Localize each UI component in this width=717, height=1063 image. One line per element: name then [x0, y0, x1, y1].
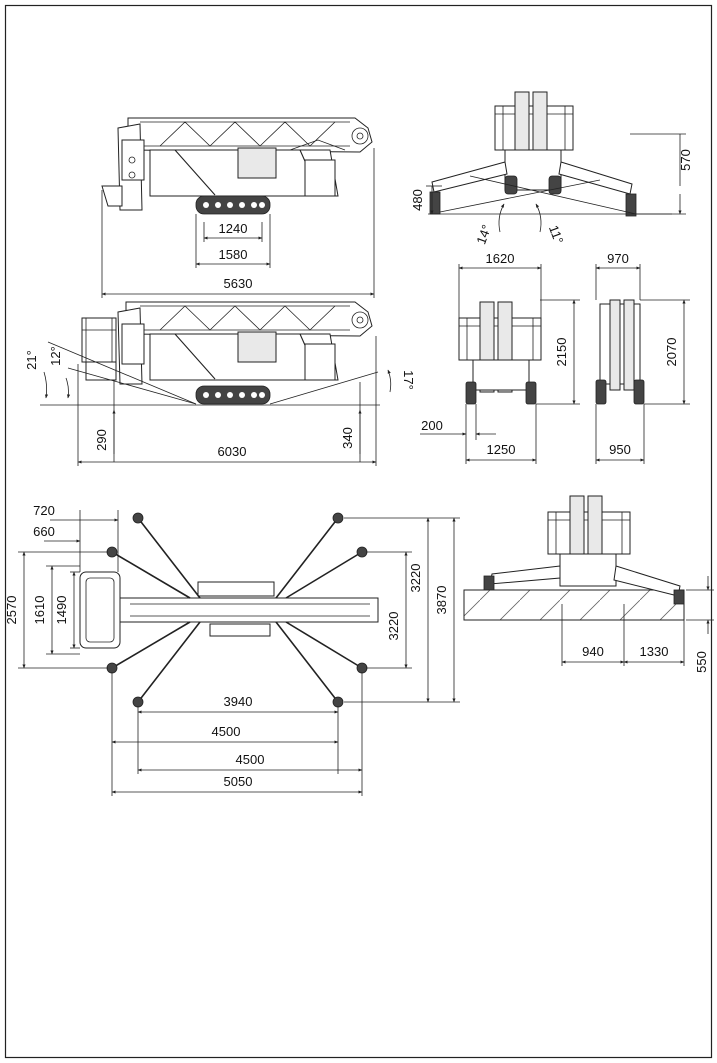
dim-rear-clearance: 340 [340, 427, 355, 449]
side-view-basket: 21° 12° 17° 290 340 6030 [24, 301, 416, 466]
dim-outrigger-height-right: 570 [678, 149, 693, 171]
dim-offset: 200 [421, 418, 443, 433]
dim-length-2: 4500 [212, 724, 241, 739]
rear-view: 14° 11° 570 480 [410, 91, 693, 247]
angle-rear-right: 11° [546, 223, 566, 246]
dim-basket-height: 2150 [554, 338, 569, 367]
dim-length-3: 4500 [236, 752, 265, 767]
dim-length-1: 3940 [224, 694, 253, 709]
dim-basket-width: 1620 [486, 251, 515, 266]
angle-rear: 17° [401, 370, 416, 390]
dim-outrigger-span-outer: 3870 [434, 586, 449, 615]
dim-basket-offset-inner: 660 [33, 524, 55, 539]
dim-total-length: 5630 [224, 276, 253, 291]
dim-length-4: 5050 [224, 774, 253, 789]
dim-total-length-basket: 6030 [218, 444, 247, 459]
front-view-basket: 1620 2150 200 1250 [420, 251, 580, 464]
side-view-boom [101, 117, 373, 211]
dim-track-width-overall: 1580 [219, 247, 248, 262]
dim-outrigger-span-inner: 3220 [386, 612, 401, 641]
dim-narrow-base-width: 950 [609, 442, 631, 457]
angle-rear-left: 14° [473, 223, 494, 247]
dim-basket-width-outer: 2570 [4, 596, 19, 625]
dim-basket-width-inner: 1490 [54, 596, 69, 625]
dim-track-length: 1240 [219, 221, 248, 236]
angle-front-outer: 21° [24, 350, 39, 370]
dim-outrigger-height-left: 480 [410, 189, 425, 211]
dim-track-width: 1250 [487, 442, 516, 457]
angle-front-inner: 12° [48, 346, 63, 366]
side-view-basket-platform [81, 317, 117, 381]
dim-slope-offset-right: 1330 [640, 644, 669, 659]
top-view: 720 660 2570 1610 1490 3220 3220 3870 39… [4, 503, 460, 796]
slope-view: 940 1330 550 [463, 495, 714, 673]
dim-outrigger-span-mid: 3220 [408, 564, 423, 593]
dim-slope-offset-left: 940 [582, 644, 604, 659]
dim-narrow-height: 2070 [664, 338, 679, 367]
dim-basket-offset-outer: 720 [33, 503, 55, 518]
front-view-narrow: 970 2070 950 [595, 251, 690, 464]
page-border [4, 4, 713, 1059]
side-view-tracks [195, 195, 271, 215]
top-view-outriggers [106, 512, 368, 708]
side-view: 1240 1580 5630 [101, 117, 375, 298]
dim-narrow-top-width: 970 [607, 251, 629, 266]
dim-front-clearance: 290 [94, 429, 109, 451]
dim-basket-width-mid: 1610 [32, 596, 47, 625]
dim-slope-height: 550 [694, 651, 709, 673]
side-view-body [149, 139, 346, 197]
